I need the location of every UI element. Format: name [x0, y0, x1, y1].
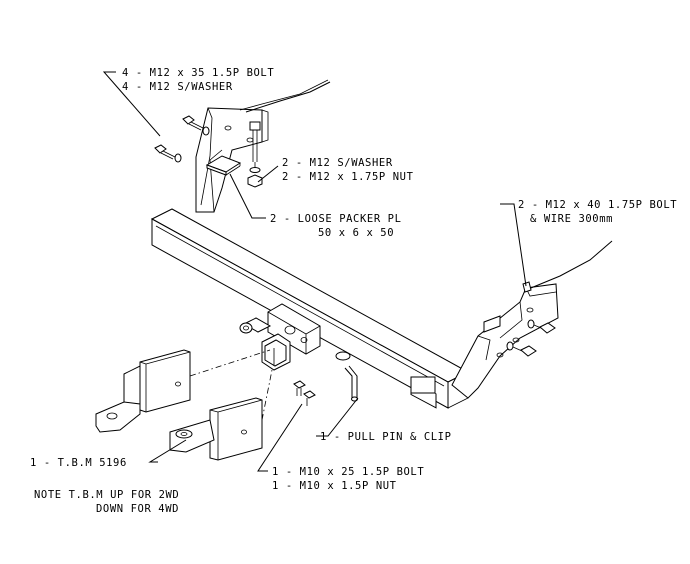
callout-bolt-m12x35: 4 - M12 x 35 1.5P BOLT — [122, 67, 274, 79]
callout-packer-line1: 2 - LOOSE PACKER PL — [270, 213, 402, 225]
receiver-bolt — [293, 380, 316, 406]
receiver-hitch — [261, 303, 321, 371]
note-line2: DOWN FOR 4WD — [96, 503, 179, 515]
callout-washer-m12-2: 2 - M12 S/WASHER — [282, 157, 393, 169]
crossbar-end-cap — [410, 376, 436, 394]
callout-nut-m12: 2 - M12 x 1.75P NUT — [282, 171, 414, 183]
callout-bolt-m10-line1: 1 - M10 x 25 1.5P BOLT — [272, 466, 424, 478]
loose-packer-plate — [205, 155, 242, 176]
left-wire — [245, 81, 331, 113]
callout-tbm: 1 - T.B.M 5196 — [30, 457, 127, 469]
pull-pin-and-clip — [335, 351, 358, 402]
alignment-line — [189, 349, 271, 377]
callout-packer-line2: 50 x 6 x 50 — [318, 227, 394, 239]
safety-chain-tab — [239, 317, 272, 334]
callout-pull-pin: 1 - PULL PIN & CLIP — [320, 431, 452, 443]
callout-washer-m12-4: 4 - M12 S/WASHER — [122, 81, 233, 93]
callout-bolt-m12x40-line2: & WIRE 300mm — [530, 213, 613, 225]
m12x40-bolt — [527, 319, 556, 334]
alignment-line — [261, 369, 273, 421]
leader-lines — [102, 71, 527, 472]
m12x40-bolt — [506, 341, 537, 357]
m12-vertical-bolt — [247, 121, 263, 188]
m12x35-bolt — [182, 115, 210, 136]
m12x35-bolt — [154, 144, 182, 163]
right-mounting-bracket — [451, 283, 559, 399]
note-line1: NOTE T.B.M UP FOR 2WD — [34, 489, 179, 501]
callout-bolt-m12x40-line1: 2 - M12 x 40 1.75P BOLT — [518, 199, 677, 211]
callout-bolt-m10-line2: 1 - M10 x 1.5P NUT — [272, 480, 397, 492]
right-wire — [525, 240, 613, 291]
tow-ball-mount-upper — [95, 349, 191, 433]
tow-ball-mount-lower — [169, 397, 263, 461]
right-wire-bolt — [522, 281, 532, 293]
left-mounting-bracket — [195, 79, 329, 213]
